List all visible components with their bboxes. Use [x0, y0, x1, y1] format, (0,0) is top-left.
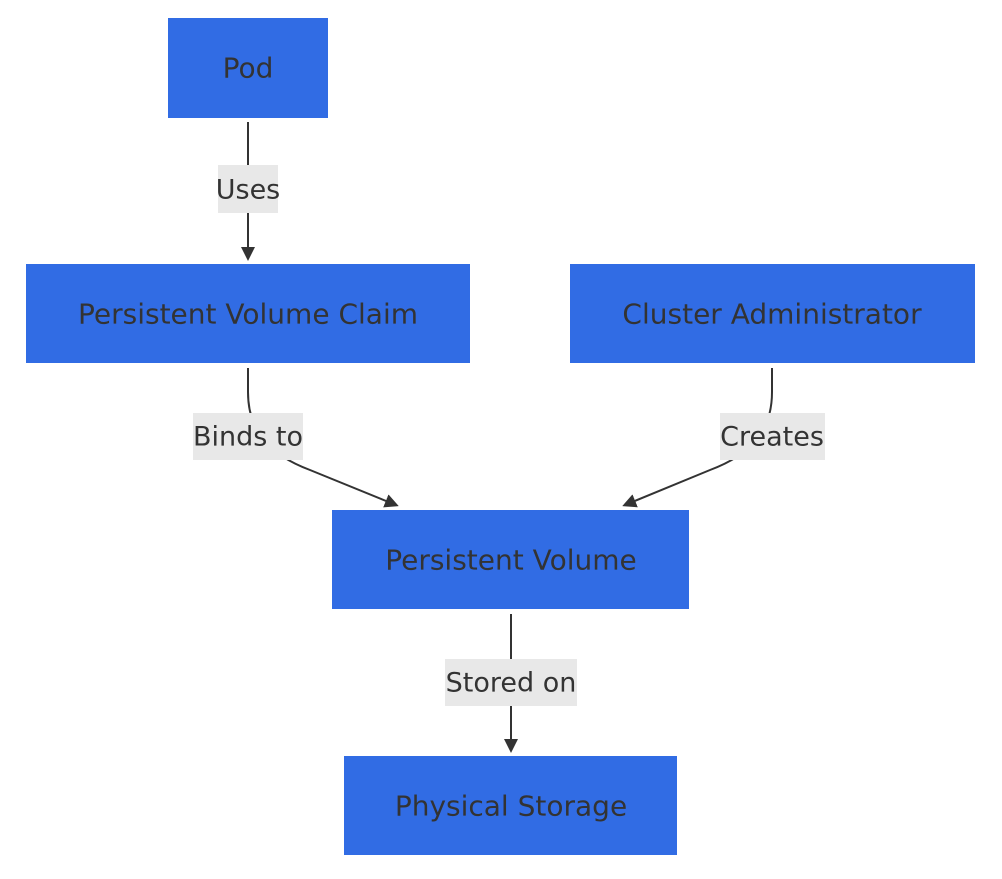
node-persistent-volume-box [332, 510, 689, 609]
node-cluster-administrator-box [570, 264, 975, 363]
edge-label-binds-to-bg [193, 413, 303, 460]
node-persistent-volume-claim[interactable]: Persistent Volume Claim [26, 264, 470, 363]
node-pod[interactable]: Pod [168, 18, 328, 118]
node-cluster-administrator[interactable]: Cluster Administrator [570, 264, 975, 363]
node-persistent-volume[interactable]: Persistent Volume [332, 510, 689, 609]
node-pod-label: Pod [223, 52, 274, 85]
edge-label-binds-to: Binds to [193, 413, 303, 460]
edge-label-creates: Creates [720, 413, 825, 460]
edge-label-stored-on-bg [445, 659, 577, 706]
edge-label-binds-to-text: Binds to [193, 422, 303, 453]
edge-label-stored-on: Stored on [445, 659, 577, 706]
node-physical-storage-box [344, 756, 677, 855]
node-persistent-volume-label: Persistent Volume [385, 544, 637, 577]
node-cluster-administrator-label: Cluster Administrator [622, 298, 922, 331]
node-persistent-volume-claim-label: Persistent Volume Claim [78, 298, 418, 331]
edge-label-uses-text: Uses [216, 175, 281, 206]
node-physical-storage[interactable]: Physical Storage [344, 756, 677, 855]
node-persistent-volume-claim-box [26, 264, 470, 363]
edge-label-uses: Uses [216, 165, 281, 213]
edge-label-creates-bg [720, 413, 825, 460]
node-pod-box [168, 18, 328, 118]
edge-label-stored-on-text: Stored on [446, 668, 577, 699]
edge-label-uses-bg [218, 165, 278, 213]
node-physical-storage-label: Physical Storage [395, 790, 627, 823]
edge-label-creates-text: Creates [720, 422, 824, 453]
